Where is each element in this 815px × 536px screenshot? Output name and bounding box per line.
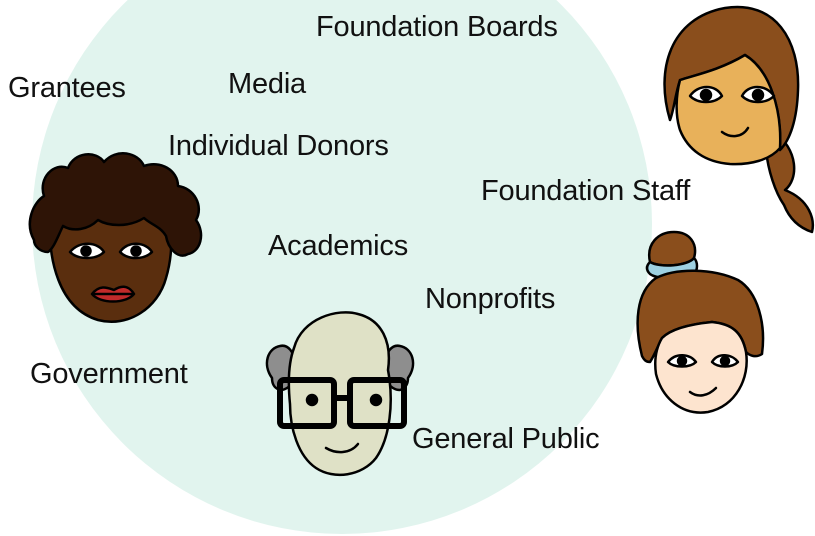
woman-curly-hair-face-icon bbox=[28, 152, 203, 323]
label-general-public: General Public bbox=[412, 423, 600, 455]
label-academics: Academics bbox=[268, 230, 409, 262]
label-media: Media bbox=[228, 68, 306, 100]
label-foundation-staff: Foundation Staff bbox=[481, 175, 691, 207]
label-government: Government bbox=[30, 358, 188, 390]
label-foundation-boards: Foundation Boards bbox=[316, 11, 558, 43]
woman-bun-face-icon bbox=[636, 230, 765, 414]
label-individual-donors: Individual Donors bbox=[168, 130, 389, 162]
label-grantees: Grantees bbox=[8, 72, 126, 104]
woman-braid-face-icon bbox=[663, 5, 814, 234]
label-nonprofits: Nonprofits bbox=[425, 283, 556, 315]
man-glasses-face-icon bbox=[265, 311, 415, 476]
